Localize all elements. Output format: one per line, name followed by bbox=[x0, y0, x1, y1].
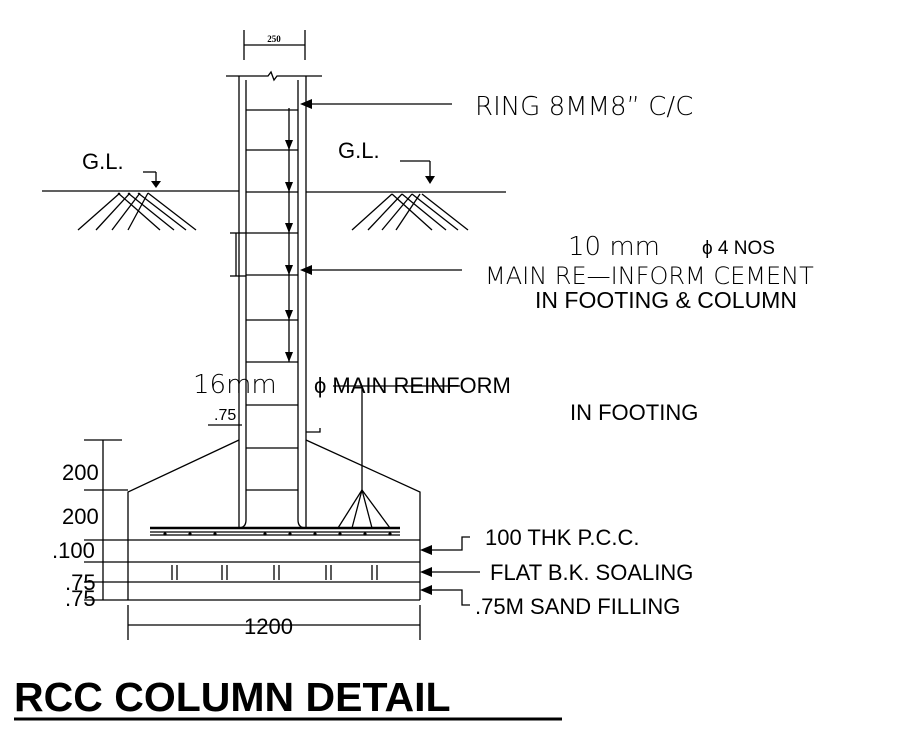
main-bar-desc: MAIN RE—INFORM CEMENT bbox=[485, 262, 814, 290]
column-outline bbox=[237, 76, 307, 529]
column-break-line bbox=[226, 70, 322, 82]
tie-spacing-arrows bbox=[285, 108, 293, 362]
main-bar-leader bbox=[300, 265, 462, 275]
footing-mesh bbox=[150, 526, 400, 536]
main-bar-count: ϕ 4 NOS bbox=[702, 238, 775, 259]
dim-100: .100 bbox=[52, 538, 95, 563]
footing-bar-leader bbox=[337, 386, 391, 529]
dim-75-a: .75 bbox=[65, 570, 96, 595]
cover-hook bbox=[306, 428, 321, 433]
foundation-layers bbox=[120, 539, 421, 601]
ring-label: RING 8MM8” C/C bbox=[475, 92, 693, 122]
column-width-label: 250 bbox=[267, 34, 281, 44]
ground-line-left bbox=[42, 171, 239, 231]
sand-label: .75M SAND FILLING bbox=[475, 594, 680, 619]
pcc-label: 100 THK P.C.C. bbox=[485, 525, 639, 550]
footing-bar-location: IN FOOTING bbox=[570, 400, 698, 425]
gl-left-label: G.L. bbox=[82, 149, 124, 174]
lap-dimension bbox=[230, 232, 246, 277]
column-ties bbox=[246, 109, 298, 491]
column-width-dimension: 250 bbox=[243, 30, 306, 60]
left-dimensions bbox=[84, 439, 128, 601]
dim-200-bottom: 200 bbox=[62, 504, 99, 529]
footing-width-label: 1200 bbox=[244, 614, 293, 639]
main-bar-size: 10 mm bbox=[568, 232, 660, 262]
main-bar-location: IN FOOTING & COLUMN bbox=[535, 287, 797, 313]
soling-label: FLAT B.K. SOALING bbox=[490, 560, 693, 585]
dim-75-b: .75 bbox=[65, 586, 96, 611]
footing-width-dimension bbox=[127, 605, 421, 640]
layer-leaders bbox=[420, 536, 480, 606]
footing-bar-size: 16mm bbox=[193, 370, 277, 400]
cover-dimension: .75 bbox=[214, 407, 236, 424]
ring-leader bbox=[300, 99, 452, 109]
gl-right-label: G.L. bbox=[338, 138, 380, 163]
footing-outline bbox=[127, 439, 421, 540]
drawing-title: RCC COLUMN DETAIL bbox=[14, 674, 451, 720]
ground-line-right bbox=[306, 160, 506, 231]
dim-200-top: 200 bbox=[62, 460, 99, 485]
